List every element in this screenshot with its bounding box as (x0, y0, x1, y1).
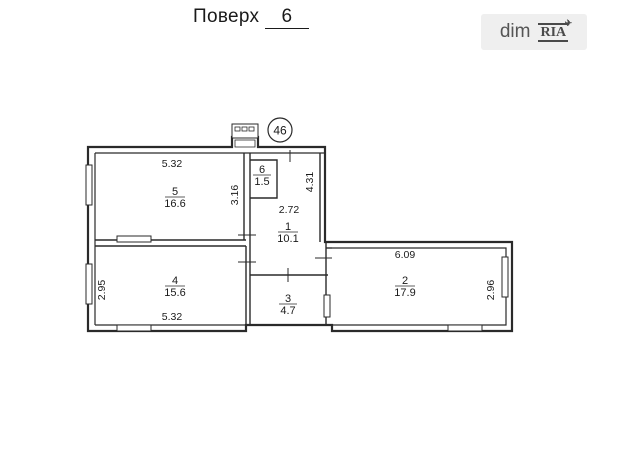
dim-corridor-width: 2.72 (279, 204, 300, 216)
floor-label: Поверх (193, 6, 260, 27)
dim-room2-width: 6.09 (395, 249, 416, 261)
logo-ria-text: RIA✈ (538, 17, 573, 42)
outer-walls (86, 135, 514, 333)
dim-room5-width: 5.32 (162, 158, 183, 170)
room-5-number: 5 (172, 186, 178, 198)
dimension-labels: 5.32 3.16 2.72 4.31 2.95 5.32 6.09 2.96 (96, 158, 497, 323)
floor-title: Поверх 6 (193, 6, 309, 29)
room-2-area: 17.9 (394, 287, 415, 299)
room-5-area: 16.6 (164, 198, 185, 210)
room-6-number: 6 (259, 164, 265, 176)
dim-room2-depth: 2.96 (485, 280, 497, 301)
door-marks (238, 150, 332, 282)
windows (85, 164, 509, 332)
room-labels: 5 16.6 6 1.5 1 10.1 4 15.6 3 4.7 2 17.9 (164, 164, 415, 317)
section-marker: 46 (267, 117, 293, 143)
room-4-number: 4 (172, 275, 178, 287)
dimria-logo: dim RIA✈ (481, 14, 587, 50)
ventilation-block (231, 123, 259, 148)
dim-room4-depth: 2.95 (96, 280, 108, 301)
room-6-area: 1.5 (254, 176, 269, 188)
interior-walls (95, 153, 332, 325)
bird-icon: ✈ (564, 17, 573, 28)
room-3-number: 3 (285, 293, 291, 305)
logo-dim-text: dim (499, 21, 531, 42)
dim-room5-depth: 3.16 (229, 185, 241, 206)
room-1-number: 1 (285, 221, 291, 233)
room-4-area: 15.6 (164, 287, 185, 299)
floor-number: 6 (264, 6, 309, 29)
room-1-area: 10.1 (277, 233, 298, 245)
dim-corridor-depth: 4.31 (304, 172, 316, 193)
room-2-number: 2 (402, 275, 408, 287)
dim-room4-width: 5.32 (162, 311, 183, 323)
room-3-area: 4.7 (280, 305, 295, 317)
section-marker-text: 46 (273, 124, 287, 138)
